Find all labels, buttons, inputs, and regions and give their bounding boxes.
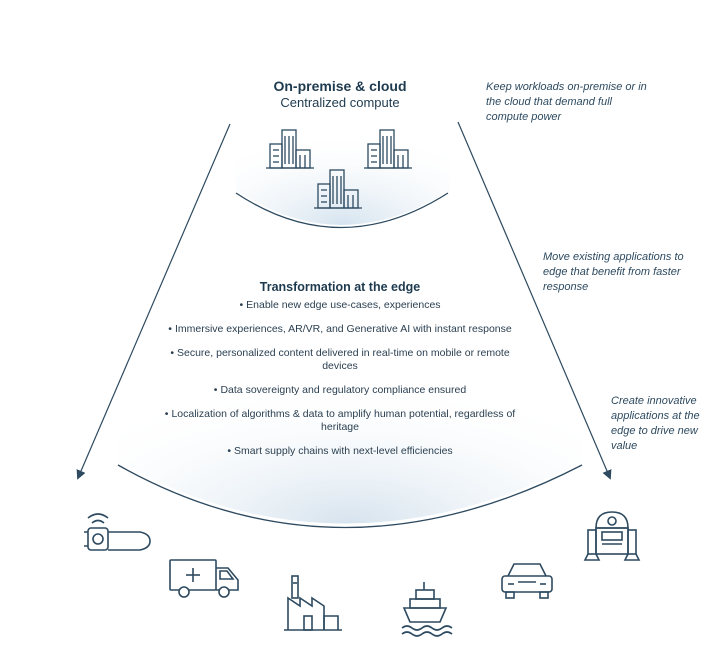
list-item: •Smart supply chains with next-level eff…: [227, 445, 453, 457]
note-move-applications: Move existing applications to edge that …: [543, 251, 684, 293]
edge-glow: [118, 330, 582, 524]
edge-title: Transformation at the edge: [259, 280, 421, 294]
cloud-subtitle: Centralized compute: [280, 95, 400, 110]
bullet-text: Smart supply chains with next-level effi…: [234, 445, 453, 457]
ambulance-icon: [169, 559, 239, 598]
edge-arc: [117, 464, 583, 529]
bullet-text: Enable new edge use-cases, experiences: [246, 299, 441, 311]
bullet-text: Immersive experiences, AR/VR, and Genera…: [174, 323, 512, 335]
smartwatch-icon: [84, 513, 151, 551]
building-icon: [314, 169, 362, 209]
robot-icon: [583, 511, 641, 561]
note-keep-workloads: Keep workloads on-premise or in the clou…: [486, 81, 647, 123]
list-item: •Secure, personalized content delivered …: [170, 347, 510, 372]
bullet-text: Data sovereignty and regulatory complian…: [220, 384, 467, 396]
note-create-applications: Create innovative applications at the ed…: [611, 395, 700, 452]
list-item: •Localization of algorithms & data to am…: [164, 408, 516, 433]
factory-icon: [284, 575, 342, 631]
edge-bullet-list: •Enable new edge use-cases, experiences …: [160, 299, 520, 469]
cloud-title: On-premise & cloud: [273, 78, 407, 94]
bullet-text: Localization of algorithms & data to amp…: [171, 408, 516, 433]
car-icon: [501, 563, 553, 599]
bullet-text: Secure, personalized content delivered i…: [177, 347, 510, 372]
list-item: •Enable new edge use-cases, experiences: [239, 299, 441, 311]
list-item: •Immersive experiences, AR/VR, and Gener…: [168, 323, 512, 335]
left-arrow: [76, 123, 231, 480]
list-item: •Data sovereignty and regulatory complia…: [213, 384, 467, 396]
building-icon: [266, 129, 314, 169]
building-icon: [364, 129, 412, 169]
cloud-arc: [235, 192, 449, 229]
right-arrow: [457, 121, 612, 480]
ship-icon: [401, 582, 453, 637]
